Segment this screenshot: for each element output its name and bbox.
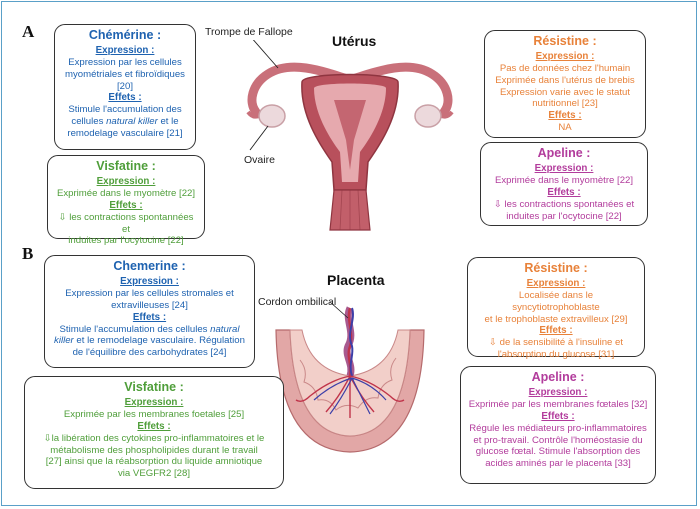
- effects-heading: Effets :: [547, 186, 581, 198]
- effects-line: cellules natural killer et le: [61, 116, 189, 128]
- chemerine-title: Chémérine :: [88, 28, 162, 42]
- effects-line: induites par l'ocytocine [22]: [506, 210, 622, 222]
- placenta-illustration: [275, 301, 425, 453]
- apeline-uterus-box: Apeline : Expression : Exprimée dans le …: [480, 142, 648, 226]
- effects-line: ⇩la libération des cytokines pro-inflamm…: [43, 432, 265, 444]
- effects-line: NA: [558, 121, 572, 133]
- resistine-uterus-box: Résistine : Expression : Pas de données …: [484, 30, 646, 138]
- expression-line: et le trophoblaste extravilleux [29]: [484, 313, 628, 325]
- resistine-title: Résistine :: [533, 34, 597, 48]
- effects-line: l'absorption du glucose [31]: [497, 348, 615, 360]
- uterus-illustration: [246, 40, 454, 231]
- effects-heading: Effets :: [109, 199, 143, 211]
- expression-heading: Expression :: [124, 397, 184, 409]
- effects-line: remodelage vasculaire [21]: [67, 127, 183, 139]
- expression-line: extravilleuses [24]: [111, 299, 188, 311]
- visfatine-title: Visfatine :: [124, 380, 184, 394]
- effects-line: ⇩ les contractions spontannées et: [58, 211, 194, 235]
- expression-heading: Expression :: [534, 163, 594, 175]
- effects-line: glucose fœtal. Stimule l'absorption des: [475, 446, 641, 458]
- effects-text: et le: [157, 115, 179, 127]
- effects-heading: Effets :: [548, 110, 582, 121]
- effects-italic-text: killer: [54, 335, 74, 347]
- placenta-drawing: [275, 301, 425, 453]
- apeline-title: Apeline :: [537, 146, 591, 160]
- apeline-placenta-box: Apeline : Expression : Exprimée par les …: [460, 366, 656, 484]
- expression-heading: Expression :: [528, 387, 588, 399]
- fallopian-tube-label: Trompe de Fallope: [205, 26, 293, 38]
- effects-line: de l'équilibre des carbohydrates [24]: [72, 346, 227, 358]
- expression-line: nutritionnel [23]: [532, 98, 598, 110]
- effects-line: Régule les médiateurs pro-inflammatoires: [469, 422, 647, 434]
- expression-line: Exprimée dans l'utérus de brebis: [495, 74, 635, 86]
- expression-line: Expression varie avec le statut: [499, 86, 631, 98]
- expression-line: Expression par les cellules: [68, 57, 182, 69]
- apeline-title: Apeline :: [531, 370, 585, 384]
- panel-b-letter: B: [22, 244, 34, 263]
- ovary-label: Ovaire: [244, 154, 275, 166]
- effects-text: cellules: [71, 115, 107, 127]
- placenta-title: Placenta: [327, 272, 385, 288]
- chemerine-placenta-box: Chemerine : Expression : Expression par …: [44, 255, 255, 368]
- visfatine-title: Visfatine :: [96, 159, 156, 173]
- effects-heading: Effets :: [541, 410, 575, 422]
- effects-italic-text: natural killer: [106, 115, 158, 127]
- uterus-title: Utérus: [332, 33, 377, 49]
- visfatine-uterus-box: Visfatine : Expression : Exprimée dans l…: [47, 155, 205, 246]
- effects-line: induites par l'ocytocine [22]: [68, 235, 184, 247]
- expression-line: Exprimée dans le myomètre [22]: [494, 175, 634, 187]
- expression-line: Localisée dans le syncytiotrophoblaste: [512, 290, 600, 313]
- uterus-drawing: [246, 40, 454, 231]
- effects-heading: Effets :: [108, 92, 142, 104]
- effects-line: métabolisme des phospholipides durant le…: [50, 444, 258, 456]
- effects-line: acides aminés par le placenta [33]: [485, 457, 631, 469]
- resistine-placenta-box: Résistine : Expression : Localisée dans …: [467, 257, 645, 360]
- expression-reference: [20]: [116, 80, 133, 92]
- expression-line: myométriales et fibroïdiques: [65, 68, 185, 80]
- panel-a-letter: A: [22, 22, 35, 41]
- effects-heading: Effets :: [137, 420, 171, 432]
- expression-heading: Expression :: [96, 176, 156, 188]
- expression-heading: Expression :: [535, 51, 595, 63]
- effects-italic-text: natural: [210, 323, 240, 335]
- effects-line: Stimule l'accumulation des: [68, 104, 182, 116]
- expression-heading: Expression :: [120, 276, 179, 288]
- expression-line: Exprimée par les membranes fœtales [32]: [468, 399, 648, 411]
- expression-line: Expression par les cellules stromales et: [65, 288, 234, 300]
- expression-line: Pas de données chez l'humain: [499, 63, 631, 75]
- expression-line: Exprimée par les membranes foetales [25]: [63, 409, 245, 421]
- effects-text: et le remodelage vasculaire. Régulation: [73, 335, 245, 347]
- effects-text: Stimule l'accumulation des cellules: [59, 323, 211, 335]
- resistine-title: Résistine :: [524, 261, 588, 275]
- effects-heading: Effets :: [539, 325, 573, 337]
- effects-line: [27] ainsi que la réabsorption du liquid…: [45, 456, 263, 468]
- chemerine-title: Chemerine :: [113, 259, 186, 273]
- visfatine-placenta-box: Visfatine : Expression : Exprimée par le…: [24, 376, 284, 489]
- effects-line: ⇩ de la sensibilité à l'insuline et: [488, 337, 624, 349]
- expression-heading: Expression :: [526, 278, 586, 290]
- effects-line: ⇩ les contractions spontanées et: [493, 198, 635, 210]
- effects-line: Stimule l'accumulation des cellules natu…: [51, 324, 248, 336]
- expression-line: Exprimée dans le myomètre [22]: [56, 188, 196, 200]
- umbilical-cord-label: Cordon ombilical: [258, 296, 337, 308]
- effects-line: via VEGFR2 [28]: [118, 467, 190, 479]
- effects-line: killer et le remodelage vasculaire. Régu…: [51, 335, 248, 347]
- chemerine-uterus-box: Chémérine : Expression : Expression par …: [54, 24, 196, 150]
- effects-line: et pro-travail. Contrôle l'homéostasie d…: [473, 434, 643, 446]
- expression-heading: Expression :: [95, 45, 155, 57]
- effects-heading: Effets :: [132, 311, 167, 323]
